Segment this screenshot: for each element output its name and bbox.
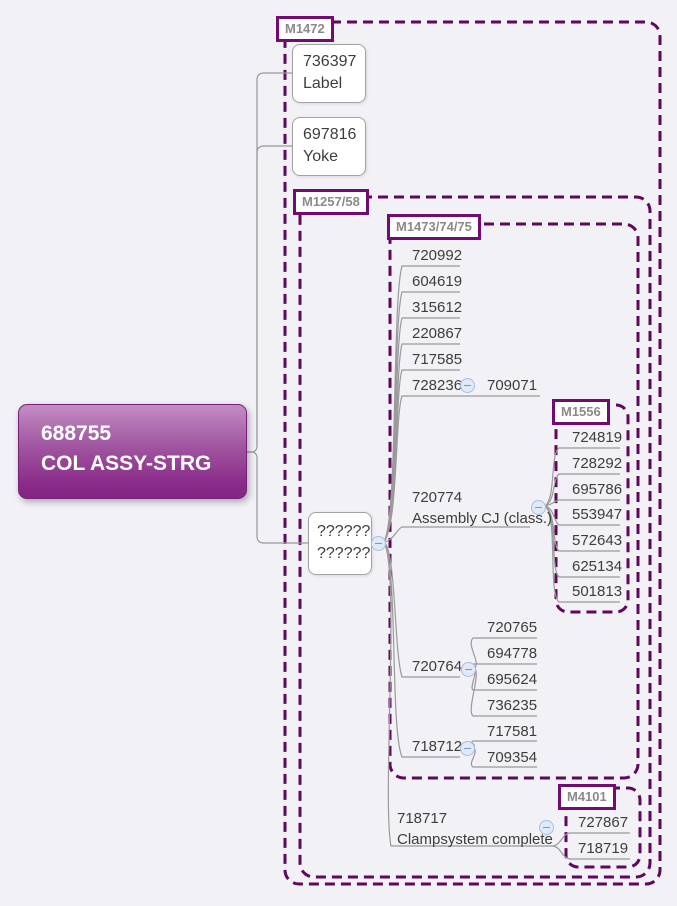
part-number: 736397 xyxy=(303,53,357,70)
collapse-icon[interactable] xyxy=(460,741,475,756)
topic-736397-label[interactable]: 736397 Label xyxy=(292,44,366,103)
topic-695624[interactable]: 695624 xyxy=(487,671,538,688)
topic-315612[interactable]: 315612 xyxy=(412,299,463,316)
topic-724819[interactable]: 724819 xyxy=(572,429,623,446)
branch-line xyxy=(256,145,292,446)
part-name: Clampsystem complete xyxy=(397,831,553,848)
topic-695786[interactable]: 695786 xyxy=(572,481,623,498)
boundary-m1257-58 xyxy=(298,195,652,879)
topic-728236[interactable]: 728236 xyxy=(412,377,463,394)
collapse-icon[interactable] xyxy=(460,378,475,393)
topic-720774[interactable]: 720774 Assembly CJ (class.) xyxy=(412,487,552,529)
root-part-number: 688755 xyxy=(41,422,112,445)
branch-line xyxy=(544,473,620,507)
collapse-icon[interactable] xyxy=(461,662,476,677)
topic-220867[interactable]: 220867 xyxy=(412,325,463,342)
branch-line xyxy=(544,505,620,603)
branch-line xyxy=(383,526,530,543)
part-name: Label xyxy=(303,75,343,92)
topic-572643[interactable]: 572643 xyxy=(572,532,623,549)
boundary-m1473-74-75 xyxy=(388,222,640,780)
topic-unknown[interactable]: ?????? ?????? xyxy=(308,512,372,575)
part-number: ?????? xyxy=(317,523,371,540)
boundary-m1472 xyxy=(283,20,662,886)
topic-728292[interactable]: 728292 xyxy=(572,455,623,472)
topic-718719[interactable]: 718719 xyxy=(578,840,629,857)
topic-709071[interactable]: 709071 xyxy=(487,377,538,394)
boundary-label-m1473-74-75[interactable]: M1473/74/75 xyxy=(387,214,481,240)
topic-727867[interactable]: 727867 xyxy=(578,814,629,831)
branch-line xyxy=(383,395,540,543)
branch-line xyxy=(383,541,460,758)
branch-line xyxy=(552,845,630,860)
topic-720765[interactable]: 720765 xyxy=(487,619,538,636)
collapse-icon[interactable] xyxy=(531,500,546,515)
topic-709354[interactable]: 709354 xyxy=(487,749,538,766)
branch-line xyxy=(471,740,537,748)
branch-line xyxy=(544,499,620,507)
root-topic[interactable]: 688755 COL ASSY-STRG xyxy=(18,404,247,499)
topic-720992[interactable]: 720992 xyxy=(412,247,463,264)
boundary-label-m4101[interactable]: M4101 xyxy=(558,784,616,810)
branch-line xyxy=(544,447,620,507)
collapse-icon[interactable] xyxy=(539,820,554,835)
boundary-label-m1257-58[interactable]: M1257/58 xyxy=(293,189,369,215)
branch-line xyxy=(471,663,537,669)
part-name: Yoke xyxy=(303,148,338,165)
boundary-label-m1472[interactable]: M1472 xyxy=(276,16,334,42)
topic-697816-yoke[interactable]: 697816 Yoke xyxy=(292,117,366,176)
topic-718717[interactable]: 718717 Clampsystem complete xyxy=(397,808,553,850)
branch-line xyxy=(383,541,460,678)
part-number: 720774 xyxy=(412,489,463,506)
root-name: COL ASSY-STRG xyxy=(41,452,212,475)
branch-line xyxy=(245,451,308,544)
topic-720764[interactable]: 720764 xyxy=(412,658,463,675)
topic-604619[interactable]: 604619 xyxy=(412,273,463,290)
part-number: 718717 xyxy=(397,810,448,827)
part-number: 697816 xyxy=(303,126,357,143)
branch-line xyxy=(470,637,537,669)
collapse-icon[interactable] xyxy=(371,536,386,551)
topic-736235[interactable]: 736235 xyxy=(487,697,538,714)
part-name: ?????? xyxy=(317,545,371,562)
topic-718712[interactable]: 718712 xyxy=(412,738,463,755)
branch-line xyxy=(544,505,620,526)
boundary-label-m1556[interactable]: M1556 xyxy=(552,399,610,425)
topic-625134[interactable]: 625134 xyxy=(572,558,623,575)
topic-717585[interactable]: 717585 xyxy=(412,351,463,368)
part-name: Assembly CJ (class.) xyxy=(412,510,553,527)
topic-553947[interactable]: 553947 xyxy=(572,506,623,523)
branch-line xyxy=(383,541,553,847)
topic-717581[interactable]: 717581 xyxy=(487,723,538,740)
topic-501813[interactable]: 501813 xyxy=(572,583,623,600)
branch-line xyxy=(552,832,630,847)
topic-694778[interactable]: 694778 xyxy=(487,645,538,662)
